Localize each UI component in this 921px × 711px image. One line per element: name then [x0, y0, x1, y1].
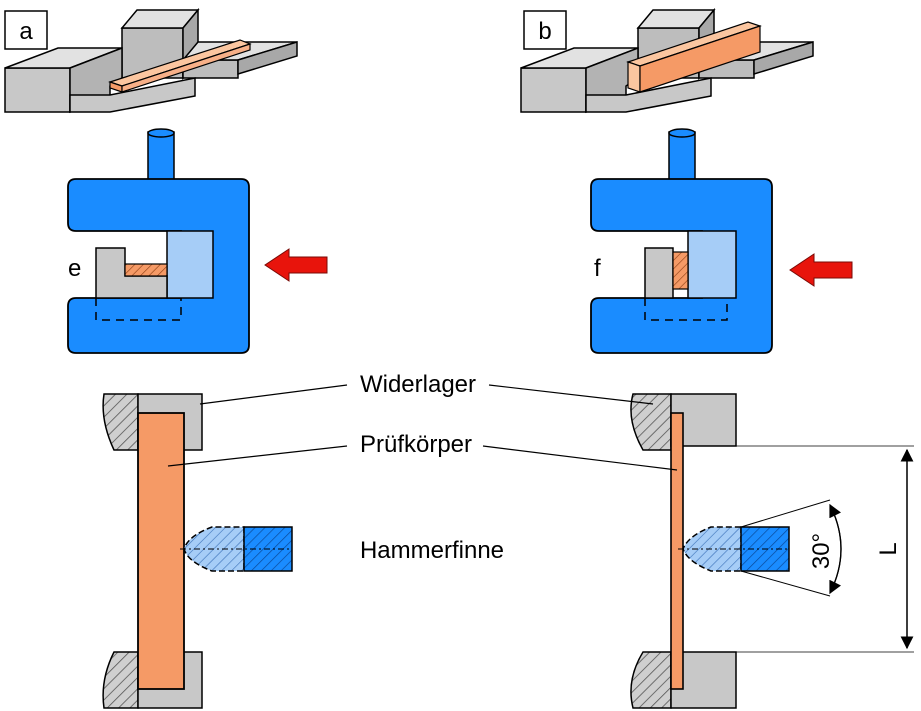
impact-arrow-f: [789, 253, 853, 287]
fixture-e-label: e: [68, 255, 81, 282]
panel-b-label-box: b: [523, 10, 567, 50]
panel-b-label: b: [538, 18, 551, 45]
impact-arrow-e: [264, 248, 328, 282]
fixture-f-label: f: [594, 255, 601, 282]
span-label: L: [875, 542, 902, 555]
specimen-label: Prüfkörper: [360, 431, 472, 458]
panel-a-anvil-3d: [4, 7, 298, 114]
panel-a-label-box: a: [4, 10, 48, 50]
fixture-f: f: [590, 128, 773, 354]
callouts: Widerlager Prüfkörper Hammerfinne: [167, 371, 678, 564]
fixture-e: e: [67, 128, 250, 354]
support-label: Widerlager: [360, 371, 476, 398]
panel-a-label: a: [19, 18, 33, 45]
hammer-label: Hammerfinne: [360, 537, 504, 564]
panel-b-anvil-3d: [520, 7, 814, 114]
left-test-setup: [102, 393, 293, 709]
angle-label: 30°: [808, 533, 835, 569]
right-test-setup: 30° L: [630, 393, 914, 709]
